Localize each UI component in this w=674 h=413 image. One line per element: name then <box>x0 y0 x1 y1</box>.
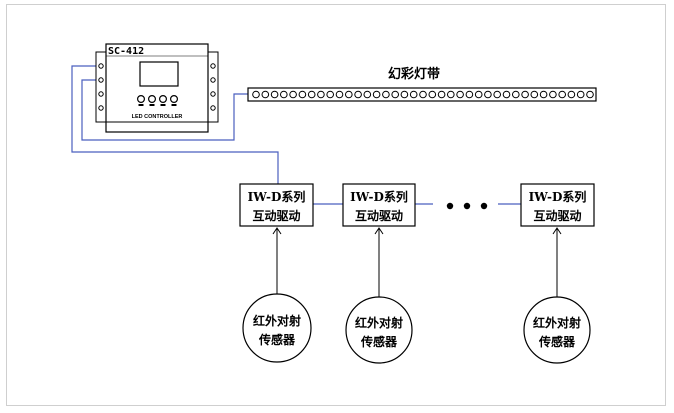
controller-model: SC-412 <box>108 46 144 57</box>
led-controller: SC-412 LED CONTROLLER <box>95 43 219 133</box>
strip-led <box>484 90 492 99</box>
driver-1: IW-D系列 互动驱动 <box>239 183 314 227</box>
sensor-1-line1: 红外对射 <box>253 313 301 328</box>
controller-button-label <box>149 104 155 106</box>
driver-3-line1: IW-D系列 <box>529 189 587 204</box>
controller-button <box>137 94 146 103</box>
strip-led <box>409 90 418 99</box>
strip-led <box>345 90 353 99</box>
strip-led <box>474 90 483 99</box>
driver-2-line1: IW-D系列 <box>350 189 408 204</box>
strip-led <box>493 90 502 99</box>
strip-led <box>428 90 437 99</box>
driver-2-line2: 互动驱动 <box>355 209 403 223</box>
strip-led <box>372 90 381 99</box>
wire-controller-to-driver <box>71 65 279 184</box>
strip-led <box>317 90 325 99</box>
strip-led <box>456 90 464 99</box>
driver-2: IW-D系列 互动驱动 <box>342 183 416 227</box>
strip-led <box>558 90 567 99</box>
controller-button-label <box>171 104 177 106</box>
strip-led <box>354 90 362 99</box>
strip-led <box>437 90 446 99</box>
strip-led <box>261 90 270 99</box>
strip-led <box>391 90 400 99</box>
ellipsis-dots <box>446 202 488 210</box>
controller-button-label <box>160 104 166 106</box>
strip-label: 幻彩灯带 <box>388 66 440 82</box>
sensor-2-line1: 红外对射 <box>355 315 403 330</box>
strip-led <box>512 90 520 99</box>
strip-led <box>465 90 474 99</box>
strip-led <box>307 90 316 99</box>
sensor-3: 红外对射 传感器 <box>523 296 591 364</box>
strip-led <box>298 90 307 99</box>
strip-led <box>502 90 511 99</box>
sensor-1: 红外对射 传感器 <box>242 293 312 363</box>
controller-button-label <box>138 104 144 106</box>
controller-screen <box>139 61 179 87</box>
sensor-1-line2: 传感器 <box>258 332 296 347</box>
strip-led <box>521 90 529 99</box>
driver-3: IW-D系列 互动驱动 <box>520 183 595 227</box>
strip-led <box>400 90 409 99</box>
controller-button <box>159 94 168 103</box>
strip-led <box>270 90 279 99</box>
sensor-arrows <box>272 227 562 297</box>
sensor-2-line2: 传感器 <box>360 334 398 349</box>
strip-leds <box>252 90 594 99</box>
controller-button <box>170 94 179 103</box>
sensor-3-line2: 传感器 <box>538 334 576 349</box>
driver-1-line1: IW-D系列 <box>248 189 306 204</box>
strip-led <box>335 90 344 99</box>
strip-led <box>419 90 427 99</box>
strip-led <box>567 90 576 99</box>
strip-led <box>326 90 335 99</box>
strip-led <box>539 90 548 99</box>
strip-led <box>549 90 557 99</box>
strip-led <box>586 90 594 99</box>
strip-led <box>289 90 297 99</box>
led-strip: 幻彩灯带 <box>247 66 597 102</box>
strip-led <box>280 90 288 99</box>
sensor-3-line1: 红外对射 <box>533 315 581 330</box>
strip-led <box>447 90 455 99</box>
strip-led <box>252 90 260 99</box>
driver-3-line2: 互动驱动 <box>533 209 581 223</box>
driver-1-line2: 互动驱动 <box>252 209 300 223</box>
wire-controller-to-strip <box>81 79 248 141</box>
controller-button <box>148 94 157 103</box>
sensor-2: 红外对射 传感器 <box>345 296 413 364</box>
strip-led <box>576 90 585 99</box>
signal-wires <box>71 65 521 205</box>
controller-caption: LED CONTROLLER <box>132 114 183 120</box>
strip-led <box>363 90 372 99</box>
strip-led <box>530 90 539 99</box>
strip-led <box>382 90 390 99</box>
controller-buttons <box>137 94 179 106</box>
